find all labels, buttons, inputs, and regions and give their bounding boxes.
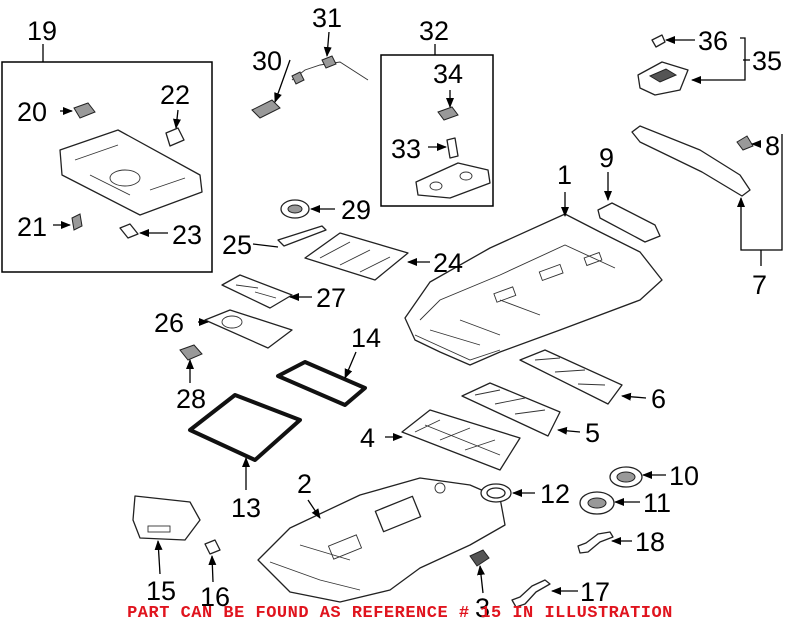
cover-22 bbox=[165, 127, 185, 147]
callout-9: 9 bbox=[599, 143, 614, 173]
callout-15: 15 bbox=[146, 576, 176, 606]
callout-27: 27 bbox=[316, 283, 346, 313]
clip-8 bbox=[736, 135, 754, 151]
callout-33: 33 bbox=[391, 134, 421, 164]
console-frame-26 bbox=[204, 309, 293, 349]
callout-20: 20 bbox=[17, 97, 47, 127]
callout-6: 6 bbox=[651, 384, 666, 414]
sunroof-seal-13 bbox=[188, 393, 302, 462]
roof-rail-7 bbox=[631, 125, 751, 197]
callout-24: 24 bbox=[433, 248, 463, 278]
bulb-20 bbox=[73, 102, 96, 119]
wire-harness-31 bbox=[291, 55, 369, 85]
callout-16: 16 bbox=[200, 582, 230, 612]
ring-12 bbox=[480, 483, 512, 503]
callout-28: 28 bbox=[176, 384, 206, 414]
lamp-30 bbox=[251, 99, 281, 119]
footer-note: PART CAN BE FOUND AS REFERENCE # 15 IN I… bbox=[127, 604, 673, 623]
map-light-24 bbox=[304, 232, 409, 281]
callout-5: 5 bbox=[585, 418, 600, 448]
clip-3 bbox=[469, 549, 490, 567]
trim-strip-25 bbox=[277, 225, 327, 247]
callout-26: 26 bbox=[154, 308, 184, 338]
group-box-19 bbox=[1, 61, 213, 273]
dome-light-35 bbox=[637, 61, 689, 96]
grab-handle-18 bbox=[577, 531, 614, 554]
insulation-pad-6 bbox=[519, 349, 623, 405]
callout-4: 4 bbox=[360, 423, 375, 453]
callout-8: 8 bbox=[765, 131, 780, 161]
leader-lines bbox=[42, 31, 783, 595]
callout-3: 3 bbox=[475, 593, 490, 623]
bracket-9 bbox=[597, 202, 661, 243]
callout-13: 13 bbox=[231, 493, 261, 523]
callout-1: 1 bbox=[557, 160, 572, 190]
callout-19: 19 bbox=[27, 16, 57, 46]
sun-visor-15 bbox=[132, 495, 201, 541]
callout-21: 21 bbox=[17, 212, 47, 242]
lens-33 bbox=[446, 137, 459, 159]
callout-22: 22 bbox=[160, 80, 190, 110]
callout-23: 23 bbox=[172, 220, 202, 250]
insulation-pad-4 bbox=[401, 409, 521, 471]
headliner-panel-1 bbox=[404, 213, 663, 366]
callout-2: 2 bbox=[297, 469, 312, 499]
speaker-cover-11 bbox=[579, 491, 615, 515]
bulb-36 bbox=[651, 34, 666, 48]
group-box-32 bbox=[380, 54, 494, 207]
callout-32: 32 bbox=[419, 16, 449, 46]
sunroof-frame-14 bbox=[276, 360, 367, 407]
speaker-10 bbox=[609, 466, 643, 488]
callout-25: 25 bbox=[222, 230, 252, 260]
callout-12: 12 bbox=[540, 479, 570, 509]
lens-27 bbox=[221, 274, 293, 309]
overhead-console-19 bbox=[59, 129, 203, 216]
callout-29: 29 bbox=[341, 195, 371, 225]
switch-28 bbox=[179, 344, 203, 361]
speaker-29 bbox=[280, 199, 310, 219]
grab-handle-17 bbox=[511, 579, 551, 608]
lamp-cover-34 bbox=[437, 106, 459, 121]
callout-30: 30 bbox=[252, 46, 282, 76]
visor-clip-16 bbox=[204, 539, 221, 555]
callout-labels: 19 20 22 21 23 30 31 32 34 33 29 25 24 2… bbox=[17, 3, 782, 623]
callout-10: 10 bbox=[669, 461, 699, 491]
callout-11: 11 bbox=[643, 488, 671, 518]
callout-7: 7 bbox=[752, 270, 767, 300]
bulb-23 bbox=[119, 223, 139, 239]
callout-18: 18 bbox=[635, 527, 665, 557]
callout-36: 36 bbox=[698, 26, 728, 56]
callout-35: 35 bbox=[752, 46, 782, 76]
insulation-pad-5 bbox=[461, 382, 561, 437]
headliner-panel-2 bbox=[257, 477, 506, 603]
callout-14: 14 bbox=[351, 323, 381, 353]
clip-21 bbox=[71, 213, 83, 231]
reading-lamp-32 bbox=[415, 162, 491, 199]
callout-34: 34 bbox=[433, 59, 463, 89]
callout-31: 31 bbox=[312, 3, 342, 33]
callout-17: 17 bbox=[580, 577, 610, 607]
